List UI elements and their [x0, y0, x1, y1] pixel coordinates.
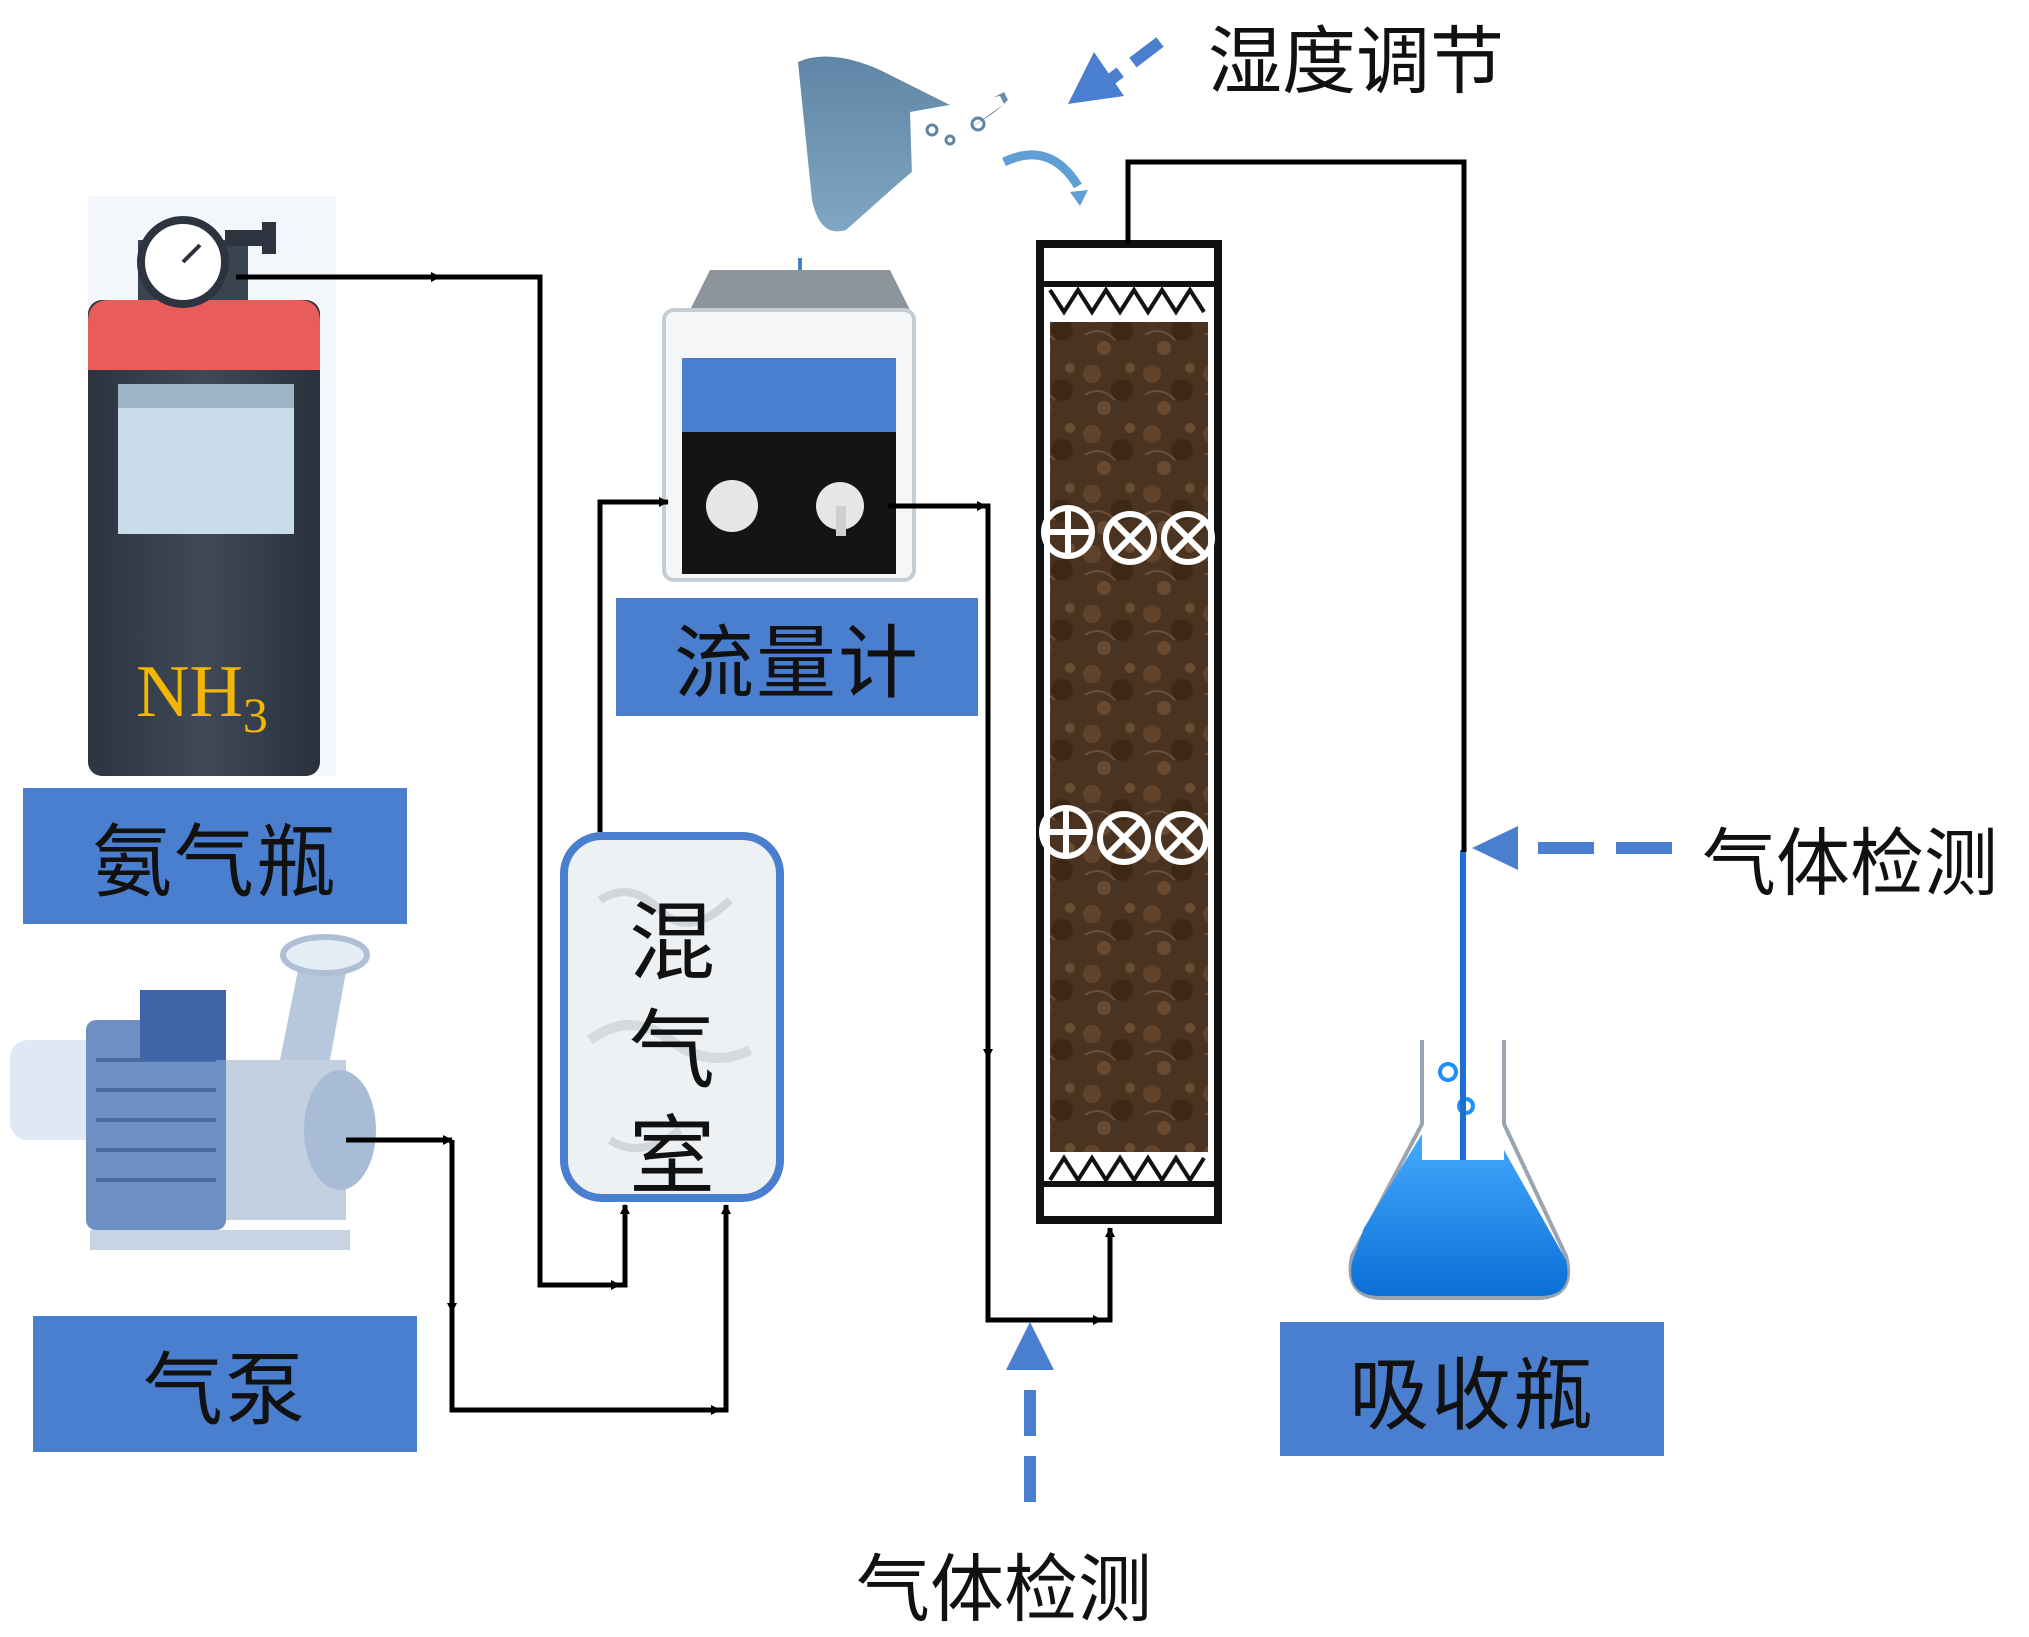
cylinder-label: 氨气瓶 — [23, 788, 407, 924]
flowmeter-label: 流量计 — [616, 598, 978, 716]
flask-icon — [1348, 850, 1571, 1300]
humidity-label: 湿度调节 — [1208, 19, 1504, 105]
soil-column-icon — [1036, 240, 1222, 1224]
dashed-arrow-heads — [1006, 52, 1518, 1370]
pump-icon — [10, 934, 376, 1250]
mixing-chamber-char-3: 室 — [629, 1107, 715, 1207]
pipes — [236, 159, 1467, 1415]
gas-detection-right-label: 气体检测 — [1702, 821, 1998, 907]
gas-detection-bottom-label: 气体检测 — [856, 1547, 1152, 1633]
spray-bottle-icon — [798, 56, 1088, 232]
mixing-chamber-char-2: 气 — [629, 1001, 715, 1101]
cylinder-formula: NH3 — [136, 651, 268, 743]
flowmeter-icon — [662, 258, 916, 582]
dashed-arrows — [1024, 37, 1672, 1502]
gas-cylinder-icon — [88, 196, 336, 776]
mixing-chamber-char-1: 混 — [629, 893, 715, 993]
absorption-bottle-label: 吸收瓶 — [1280, 1322, 1664, 1456]
mixing-chamber-icon — [560, 832, 784, 1202]
pump-label: 气泵 — [33, 1316, 417, 1452]
